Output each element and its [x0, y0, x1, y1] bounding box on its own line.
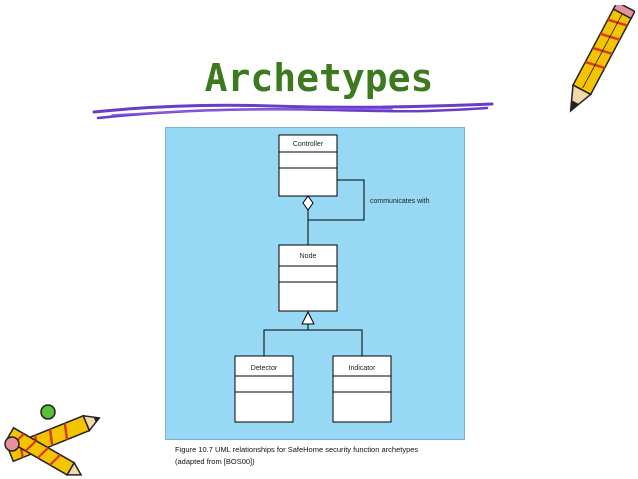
pencil-icon	[4, 404, 101, 476]
class-indicator: Indicator	[332, 355, 392, 423]
figure-caption: Figure 10.7 UML relationships for SafeHo…	[175, 444, 418, 468]
class-name-node: Node	[300, 253, 317, 260]
self-association-line	[308, 179, 365, 221]
class-name-detector: Detector	[251, 365, 278, 372]
class-controller: Controller	[278, 134, 338, 197]
class-detector: Detector	[234, 355, 294, 423]
caption-line-2: (adapted from [BOS00])	[175, 457, 255, 466]
pencil-icon	[569, 5, 635, 113]
slide-title: Archetypes	[204, 56, 434, 100]
association-label: communicates with	[370, 198, 430, 205]
generalization-triangle	[301, 310, 315, 325]
aggregation-diamond	[302, 195, 314, 211]
uml-diagram: Controller communicates with Node	[165, 127, 465, 440]
class-name-controller: Controller	[293, 141, 324, 148]
title-underline	[92, 102, 494, 120]
uml-class-diagram: Controller communicates with Node	[234, 134, 430, 423]
generalization-branch	[263, 329, 363, 356]
class-node: Node	[278, 244, 338, 312]
class-name-indicator: Indicator	[349, 365, 377, 372]
caption-line-1: Figure 10.7 UML relationships for SafeHo…	[175, 445, 419, 454]
